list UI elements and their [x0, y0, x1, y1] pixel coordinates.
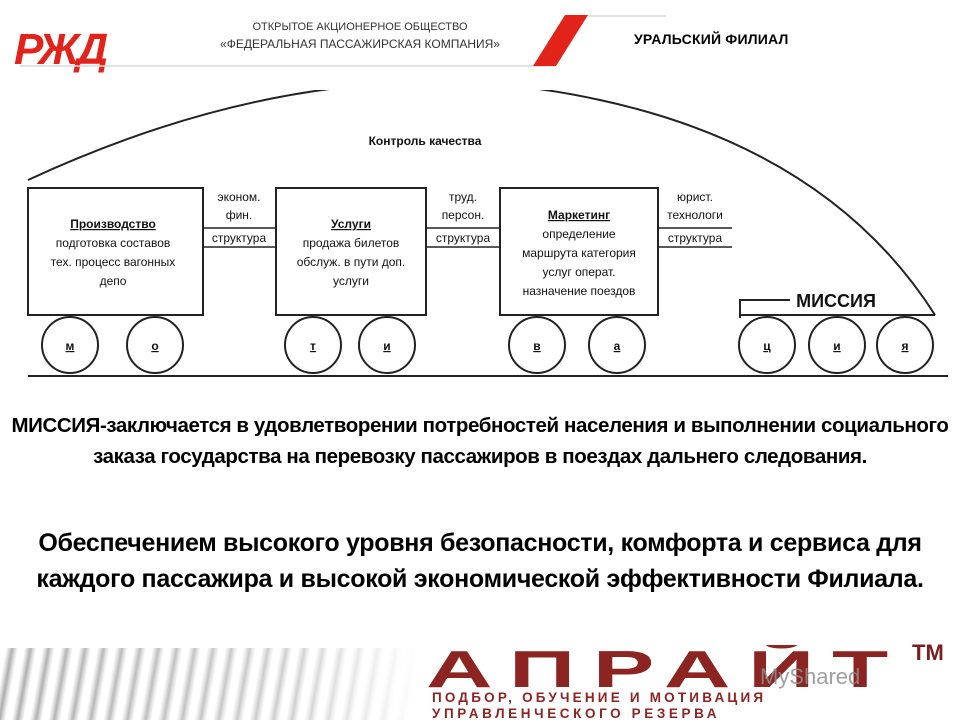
mission-statement: МИССИЯ-заключается в удовлетворении потр…: [11, 414, 949, 468]
logo-subtitle-1: ПОДБОР, ОБУЧЕНИЕ И МОТИВАЦИЯ: [432, 690, 767, 705]
wheel: т: [284, 316, 342, 374]
car-marketing-box: [499, 187, 659, 316]
company-line-1: ОТКРЫТОЕ АКЦИОНЕРНОЕ ОБЩЕСТВО: [252, 21, 468, 33]
coupling-econ: эконом. фин. структура: [203, 190, 276, 248]
wheel-circle: [738, 316, 796, 374]
car-services-title: Услуги: [331, 217, 371, 231]
wheel-letter: м: [66, 339, 75, 353]
goal-statement: Обеспечением высокого уровня безопасност…: [36, 529, 924, 593]
car-production-line: тех. процесс вагонных: [51, 255, 176, 269]
wheel-circle: [808, 316, 866, 374]
wheel-circle: [41, 316, 99, 374]
wheel: и: [808, 316, 866, 374]
car-services-line: продажа билетов: [303, 236, 400, 250]
car-marketing: Маркетинг определение маршрута категория…: [499, 187, 659, 316]
coupling-text: персон.: [442, 208, 485, 222]
coupling-bottom-text: структура: [212, 231, 267, 245]
coupling-bottom-text: структура: [668, 231, 723, 245]
wheel-letter: о: [151, 339, 158, 353]
apright-logo: АПРАЙТ: [426, 645, 906, 695]
mission-label: МИССИЯ: [796, 291, 876, 311]
coupling-text: труд.: [449, 190, 477, 204]
wheel-letter: и: [833, 339, 840, 353]
car-production-title: Производство: [70, 217, 156, 231]
wheel-letter: я: [901, 339, 908, 353]
car-services-line: услуги: [333, 274, 369, 288]
car-services-box: [275, 187, 427, 316]
company-line-2: «ФЕДЕРАЛЬНАЯ ПАССАЖИРСКАЯ КОМПАНИЯ»: [220, 37, 500, 51]
car-production-line: подготовка составов: [56, 236, 171, 250]
wheel-circle: [588, 316, 646, 374]
wheel: я: [876, 316, 934, 374]
coupling-text: технологи: [667, 208, 723, 222]
car-services-line: обслуж. в пути доп.: [297, 255, 406, 269]
car-production-line: депо: [100, 274, 127, 288]
coupling-text: юрист.: [677, 190, 713, 204]
wheel: ц: [738, 316, 796, 374]
wheel-letter: в: [533, 339, 540, 353]
wheel-letter: и: [383, 339, 390, 353]
coupling-bottom-text: структура: [436, 231, 491, 245]
car-services: Услуги продажа билетов обслуж. в пути до…: [275, 187, 427, 316]
wheel-letter: а: [614, 339, 621, 353]
wheel-letter: т: [310, 339, 316, 353]
arch-label: Контроль качества: [369, 134, 482, 148]
header-red-slash: [533, 15, 588, 66]
wheel-circle: [126, 316, 184, 374]
coupling-text: фин.: [226, 208, 253, 222]
car-marketing-title: Маркетинг: [548, 208, 610, 222]
mission-step: [739, 299, 790, 318]
stripes-fade: [0, 648, 420, 720]
mission-block: МИССИЯ: [739, 291, 935, 318]
wheel-letter: ц: [763, 339, 771, 353]
wheel-circle: [876, 316, 934, 374]
watermark-text: MyShared: [760, 664, 861, 689]
coupling-legal: юрист. технологи структура: [658, 190, 732, 248]
coupling-labor: труд. персон. структура: [426, 190, 500, 248]
wheel-circle: [284, 316, 342, 374]
coupling-text: эконом.: [217, 190, 260, 204]
branch-name: УРАЛЬСКИЙ ФИЛИАЛ: [634, 31, 789, 47]
trademark-sign: TM: [912, 640, 944, 665]
wheel: о: [126, 316, 184, 374]
wheel-circle: [508, 316, 566, 374]
wheel: и: [358, 316, 416, 374]
wheel: м: [41, 316, 99, 374]
car-marketing-line: определение: [542, 227, 616, 241]
train-diagram: Контроль качества Производство подготовк…: [27, 90, 948, 377]
car-marketing-line: назначение поездов: [523, 284, 636, 298]
wheel: в: [508, 316, 566, 374]
header-graphics: РЖД: [14, 15, 666, 74]
logo-subtitle-2: УПРАВЛЕНЧЕСКОГО РЕЗЕРВА: [432, 706, 721, 721]
car-marketing-line: услуг операт.: [542, 265, 615, 279]
car-production: Производство подготовка составов тех. пр…: [27, 187, 204, 316]
car-production-box: [27, 187, 204, 316]
quality-control-arch: [27, 90, 936, 316]
wheel: а: [588, 316, 646, 374]
apright-logo-text: АПРАЙТ: [426, 645, 906, 695]
wheel-circle: [358, 316, 416, 374]
car-marketing-line: маршрута категория: [522, 246, 636, 260]
